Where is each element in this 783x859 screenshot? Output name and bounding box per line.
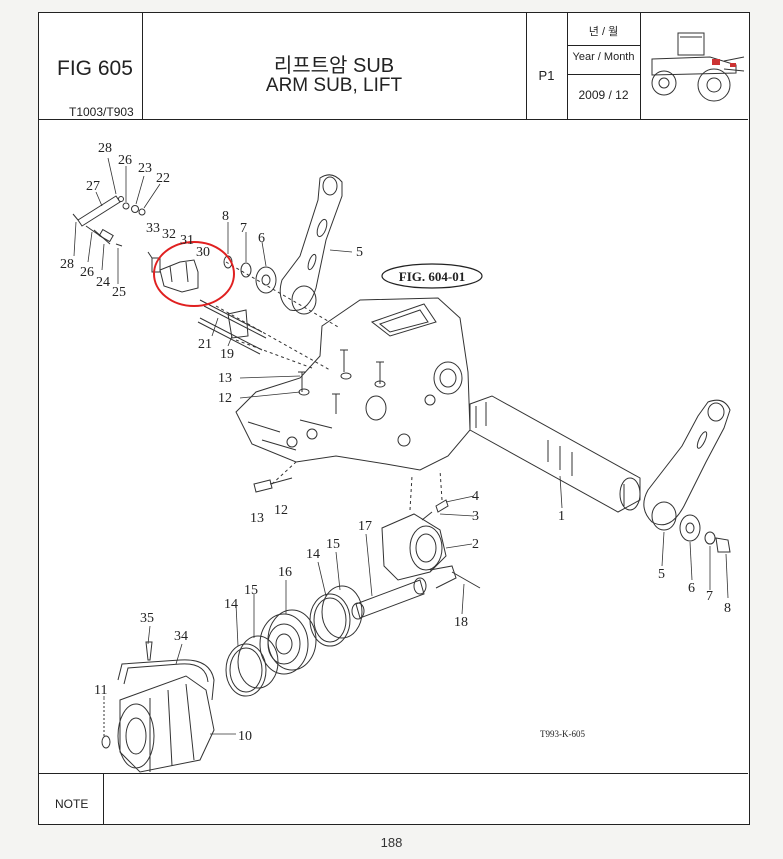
callout: 4: [472, 489, 479, 504]
callout: 15: [326, 537, 340, 552]
callout: 30: [196, 245, 210, 260]
callout: 15: [244, 583, 258, 598]
callout: 7: [240, 221, 247, 236]
header-divider: [39, 119, 748, 120]
callout: 27: [86, 179, 100, 194]
callout: 6: [688, 581, 695, 596]
callout: 28: [98, 141, 112, 156]
callout: 5: [658, 567, 665, 582]
callout: 12: [218, 391, 232, 406]
tractor-thumbnail-icon: [651, 32, 745, 102]
callout: 7: [706, 589, 713, 604]
fig-reference-oval: [381, 263, 483, 289]
callout: 25: [112, 285, 126, 300]
exploded-parts-diagram: FIG. 604-01 28 26 23 22 27 28 26 24 25 3…: [60, 141, 731, 773]
callout: 18: [454, 615, 468, 630]
callout: 35: [140, 611, 154, 626]
callout: 8: [222, 209, 229, 224]
page-code-cell: P1: [526, 13, 567, 119]
header-col-line: [640, 13, 641, 119]
note-cell: NOTE: [39, 773, 103, 824]
header-col-line: [526, 13, 527, 119]
page-number: 188: [380, 835, 403, 850]
model-code: T1003/T903: [69, 105, 134, 119]
callout-labels: 28 26 23 22 27 28 26 24 25 33 32 31 30 8…: [60, 141, 731, 744]
callout: 8: [724, 601, 731, 616]
lever-link: [77, 195, 121, 227]
callout: 17: [358, 519, 372, 534]
date-cell: 년 / 월 Year / Month 2009 / 12: [567, 13, 640, 119]
footer-col-line: [103, 773, 104, 824]
callout: 2: [472, 537, 479, 552]
callout: 11: [94, 683, 107, 698]
callout: 6: [258, 231, 265, 246]
title-korean: 리프트암 SUB: [273, 55, 395, 77]
parts-sheet: FIG 605 T1003/T903 리프트암 SUB ARM SUB, LIF…: [38, 12, 750, 825]
callout: 5: [356, 245, 363, 260]
note-label: NOTE: [55, 797, 89, 811]
fig-cell: FIG 605 T1003/T903: [39, 13, 142, 119]
callout: 28: [60, 257, 74, 272]
callout: 14: [306, 547, 320, 562]
fig-title: FIG 605: [57, 57, 133, 80]
callout: 12: [274, 503, 288, 518]
callout: 13: [250, 511, 264, 526]
callout: 21: [198, 337, 212, 352]
callout: 31: [180, 233, 194, 248]
callout: 22: [156, 171, 170, 186]
year-month-english: Year / Month: [572, 51, 635, 63]
callout: 34: [174, 629, 188, 644]
header-row-line: [567, 45, 640, 46]
callout: 23: [138, 161, 152, 176]
tractor-thumbnail-cell: [640, 13, 748, 119]
drawing-reference: T993-K-605: [540, 729, 585, 739]
callout: 26: [118, 153, 132, 168]
callout: 13: [218, 371, 232, 386]
callout: 19: [220, 347, 234, 362]
callout: 24: [96, 275, 110, 290]
callout: 3: [472, 509, 479, 524]
page-code: P1: [538, 68, 555, 83]
title-cell: 리프트암 SUB ARM SUB, LIFT: [142, 13, 526, 119]
header-row-line: [567, 74, 640, 75]
callout: 14: [224, 597, 238, 612]
callout: 16: [278, 565, 292, 580]
callout: 1: [558, 509, 565, 524]
fig-reference-label: FIG. 604-01: [399, 269, 465, 284]
title-english: ARM SUB, LIFT: [265, 75, 403, 96]
header-col-line: [567, 13, 568, 119]
callout: 33: [146, 221, 160, 236]
highlight-circle: [153, 241, 235, 307]
revision-date: 2009 / 12: [578, 88, 629, 102]
header-col-line: [142, 13, 143, 119]
year-month-korean: 년 / 월: [588, 26, 619, 38]
callout: 10: [238, 729, 252, 744]
footer-divider: [39, 773, 748, 774]
callout: 32: [162, 227, 176, 242]
callout: 26: [80, 265, 94, 280]
